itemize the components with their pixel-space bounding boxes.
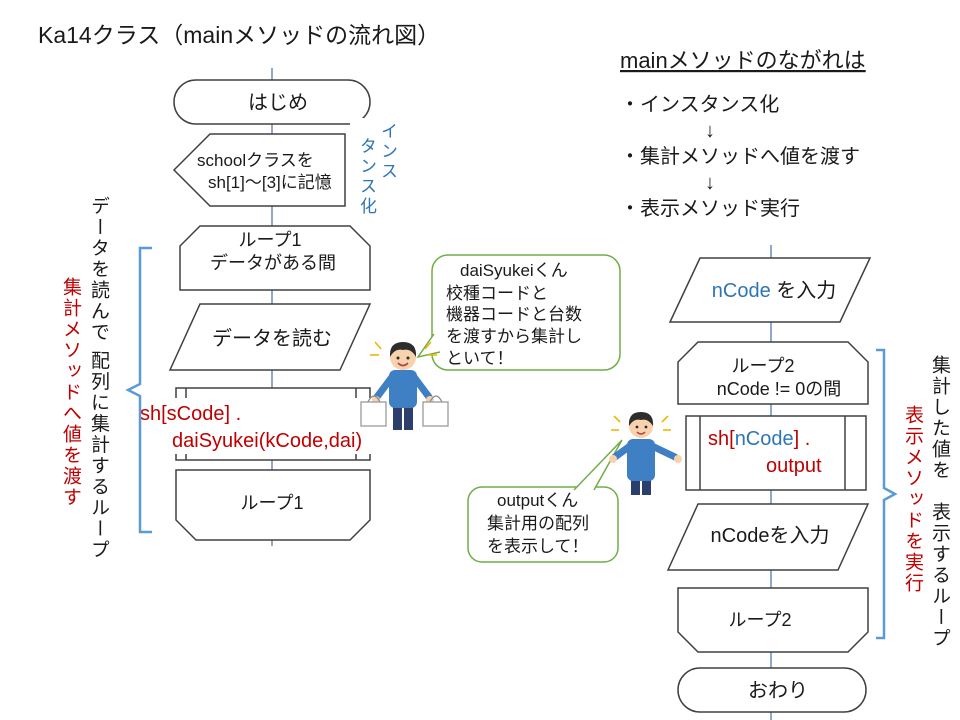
loop1-bracket-label: データを読んで 配列に集計するループ: [88, 196, 109, 561]
instantiate-note-box: [350, 118, 402, 216]
loop2-bracket-label-red: 表示メソッドを実行: [902, 405, 923, 594]
loop2-start-shape: [677, 341, 869, 405]
bubble1-line-3: 機器コードと台数: [446, 305, 582, 324]
loop1-start-line-2: データがある間: [210, 253, 336, 273]
bubble1-line-1: daiSyukeiくん: [460, 261, 568, 280]
output-call-line-1: sh[nCode] .: [708, 428, 810, 450]
read-data-shape: [168, 303, 372, 371]
instantiate-note-col-1: インス: [378, 122, 397, 182]
output-process-shape: [685, 415, 867, 491]
daisyukei-call-textbox: [138, 398, 392, 454]
bubble2-line-2: 集計用の配列: [487, 514, 589, 533]
loop1-bracket: [125, 246, 152, 534]
loop2-bracket-label: 集計した値を 表示するループ: [929, 355, 950, 649]
start-terminator: [173, 79, 371, 125]
bubble1-line-4: を渡すから集計し: [446, 327, 582, 346]
overview-step-aggregate: ・集計メソッドへ値を渡す: [620, 145, 860, 168]
loop1-end-shape: [175, 469, 371, 541]
loop1-start-shape: [179, 225, 371, 291]
bubble2-line-1: outputくん: [497, 491, 578, 510]
read-data-label: データを読む: [212, 327, 332, 350]
overview-step-instantiate: ・インスタンス化: [620, 93, 779, 116]
instantiate-display-shape: [172, 133, 346, 207]
daisyukei-speech-bubble: daiSyukeiくん 校種コードと 機器コードと台数 を渡すから集計し といて…: [416, 254, 621, 371]
instantiate-line-2: sh[1]～[3]に記憶: [208, 173, 332, 192]
overview-heading: mainメソッドのながれは: [620, 48, 866, 73]
output-call-line-2: output: [766, 455, 822, 477]
loop1-start-line-1: ループ1: [239, 230, 302, 250]
shopping-bag-icon: [422, 395, 449, 427]
output-call-suffix: ] .: [794, 428, 811, 450]
instantiate-line-1: schoolクラスを: [197, 151, 314, 170]
overview-arrow-icon: ↓: [705, 172, 715, 194]
output-speech-bubble: outputくん 集計用の配列 を表示して！: [467, 439, 623, 563]
loop2-end-shape: [677, 587, 869, 653]
bubble2-line-3: を表示して！: [487, 537, 589, 556]
daisyukei-call-line-2: daiSyukei(kCode,dai): [172, 430, 362, 452]
overview-arrow-icon: ↓: [705, 120, 715, 142]
input-next-ncode-shape: [666, 503, 870, 571]
start-label: はじめ: [248, 92, 308, 114]
input-next-ncode-label: nCodeを入力: [711, 524, 830, 547]
loop2-start-line-2: nCode != 0の間: [717, 379, 842, 399]
input-ncode-label: nCode を入力: [712, 279, 837, 302]
input-ncode-var: nCode: [712, 280, 771, 302]
loop2-end-label: ループ2: [729, 610, 792, 630]
loop2-start-line-1: ループ2: [732, 356, 795, 376]
instantiate-note-col-2: タンス化: [357, 137, 376, 217]
end-terminator: [677, 667, 867, 713]
loop1-bracket-label-red: 集計メソッドへ値を渡す: [60, 277, 81, 508]
output-call-prefix: sh[: [708, 428, 735, 450]
end-label: おわり: [748, 680, 808, 702]
bubble1-line-5: といて！: [446, 349, 514, 368]
daisyukei-call-line-1: sh[sCode] .: [140, 403, 241, 425]
input-ncode-text: を入力: [771, 279, 837, 302]
input-ncode-shape: [668, 257, 872, 323]
loop1-end-label: ループ1: [241, 493, 304, 513]
page-title: Ka14クラス（mainメソッドの流れ図）: [38, 22, 440, 48]
bubble1-line-2: 校種コードと: [446, 284, 548, 303]
shopping-bag-icon: [360, 395, 387, 427]
shopper-person-icon: [370, 341, 437, 430]
loop2-bracket: [876, 348, 898, 640]
overview-step-display: ・表示メソッド実行: [620, 197, 800, 220]
pointing-person-icon: [609, 412, 682, 495]
output-call-var: nCode: [735, 428, 794, 450]
